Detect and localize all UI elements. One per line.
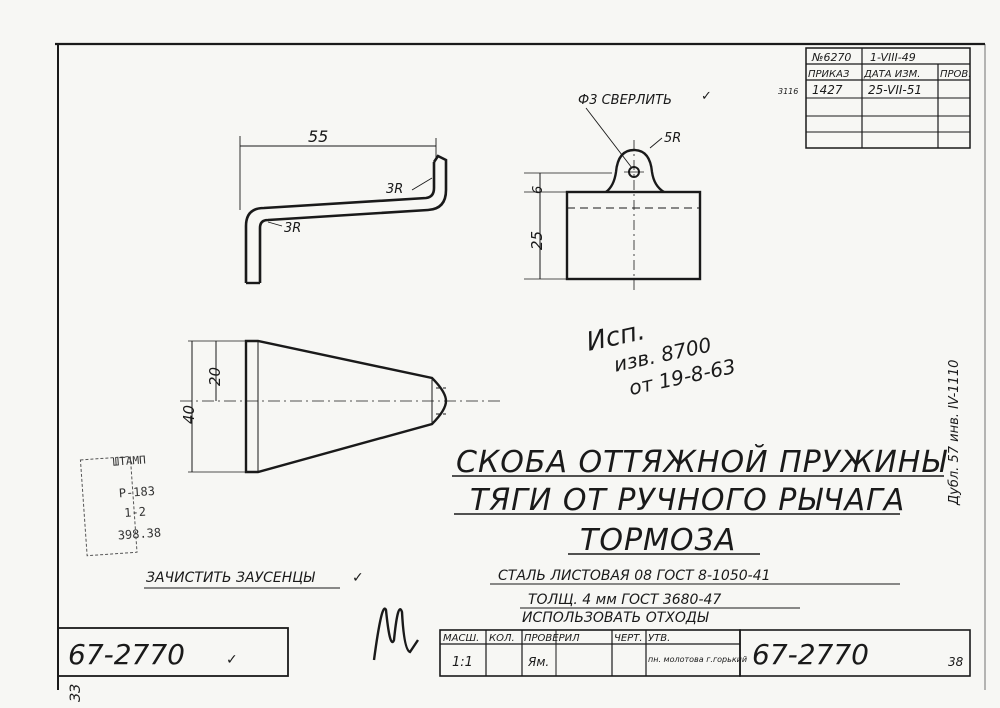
stamp-title: ШТАМП [112, 453, 146, 468]
scale-value: 1:1 [452, 655, 473, 670]
stamp: ШТАМП Р-183 1-2 398.38 [79, 453, 162, 557]
side-vertical-note: Дубл. 57 инв. IV-1110 [947, 360, 962, 506]
dim-height-25: 25 [528, 231, 546, 250]
dim-radius-3r-bottom: 3R [284, 221, 301, 236]
sheet-ref: 38 [948, 655, 964, 669]
title-line-1: СКОБА ОТТЯЖНОЙ ПРУЖИНЫ [456, 444, 947, 480]
stamp-line-1: Р-183 [118, 484, 155, 500]
side-view-bracket: 55 3R 3R [239, 127, 448, 285]
front-view-bracket: Ф3 СВЕРЛИТЬ ✓ 5R 6 25 [524, 89, 712, 290]
rev-number: №6270 [811, 51, 851, 64]
handwritten-change-note: Исп. изв. 8700 от 19-8-63 [584, 316, 738, 400]
col-check: ПРОВ. [940, 69, 971, 80]
svg-text:✓: ✓ [701, 89, 712, 104]
col-drawn: ЧЕРТ. [614, 633, 643, 644]
stamp-line-3: 398.38 [117, 526, 161, 543]
rev-side-number: 3116 [778, 87, 798, 96]
col-order: ПРИКАЗ [808, 69, 850, 80]
signature [372, 607, 419, 661]
dim-width-20: 20 [206, 367, 224, 386]
plan-view-blank: 20 40 [180, 339, 500, 474]
approved-by-value: пн. молотова г.горький [648, 655, 747, 664]
dim-height-6: 6 [531, 186, 546, 194]
col-checked: ПРОВЕРИЛ [524, 633, 580, 644]
dim-radius-5r: 5R [664, 131, 681, 146]
bottom-right-block: 67-2770 38 [739, 629, 971, 677]
title-line-2: ТЯГИ ОТ РУЧНОГО РЫЧАГА [470, 483, 905, 518]
material-line-2: ТОЛЩ. 4 мм ГОСТ 3680-47 [528, 592, 721, 608]
dim-radius-3r-top: 3R [386, 182, 403, 197]
revision-table: №6270 1-VIII-49 ПРИКАЗ ДАТА ИЗМ. ПРОВ. 1… [778, 47, 971, 149]
stamp-line-2: 1-2 [124, 505, 147, 520]
svg-text:✓: ✓ [226, 652, 238, 668]
rev-order-value: 1427 [812, 83, 843, 97]
svg-text:✓: ✓ [352, 570, 364, 586]
rev-first-date: 1-VIII-49 [870, 51, 916, 64]
rev-date-value: 25-VII-51 [868, 83, 922, 97]
title-block: СКОБА ОТТЯЖНОЙ ПРУЖИНЫ ТЯГИ ОТ РУЧНОГО Р… [452, 444, 947, 558]
note-drill: Ф3 СВЕРЛИТЬ [578, 93, 672, 108]
checked-by-value: Ям. [527, 655, 549, 669]
dim-width-40: 40 [180, 405, 198, 424]
part-number-left: 67-2770 [68, 638, 185, 671]
title-line-3: ТОРМОЗА [580, 523, 736, 558]
bottom-left-block: 67-2770 ✓ [57, 627, 289, 677]
col-date: ДАТА ИЗМ. [863, 69, 920, 80]
col-scale: МАСШ. [443, 633, 479, 644]
col-approved: УТВ. [648, 633, 670, 644]
dim-length-55: 55 [308, 127, 328, 146]
col-qty: КОЛ. [489, 633, 515, 644]
material-line-1: СТАЛЬ ЛИСТОВАЯ 08 ГОСТ 8-1050-41 [498, 568, 771, 584]
corner-mark: ЗЗ [68, 684, 84, 702]
bottom-title-table: МАСШ. КОЛ. ПРОВЕРИЛ ЧЕРТ. УТВ. 1:1 Ям. п… [439, 629, 747, 677]
material-line-3: ИСПОЛЬЗОВАТЬ ОТХОДЫ [522, 610, 709, 626]
part-number-right: 67-2770 [752, 638, 869, 671]
note-deburr: ЗАЧИСТИТЬ ЗАУСЕНЦЫ [146, 570, 315, 586]
